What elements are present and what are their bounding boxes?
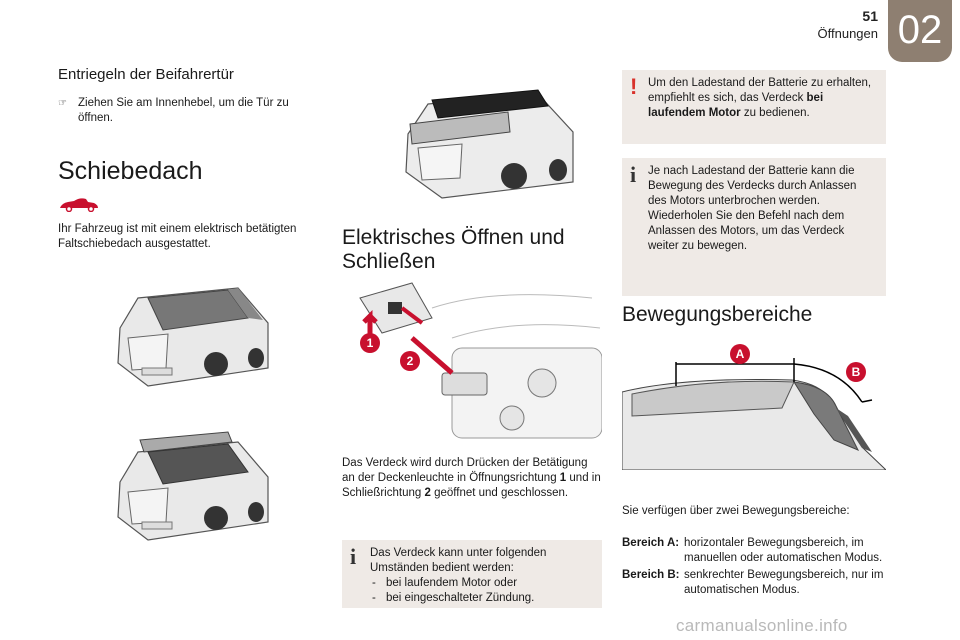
- definition-term: Bereich A:: [622, 537, 680, 549]
- ceiling-control-illustration: [359, 282, 602, 439]
- subheading-passenger-door: Entriegeln der Beifahrertür: [58, 66, 234, 83]
- warning-text-part2: zu bedienen.: [740, 107, 810, 119]
- warning-box-battery: ! Um den Ladestand der Batterie zu erhal…: [622, 70, 886, 144]
- warning-text-part1: Um den Ladestand der Batterie zu erhalte…: [648, 77, 872, 104]
- info-icon: i: [350, 544, 357, 569]
- car-open-illustration: [117, 431, 269, 541]
- info-box-battery-text: Je nach Ladestand der Batterie kann die …: [648, 165, 857, 252]
- info-icon: i: [630, 162, 637, 187]
- operation-text-bold2: 2: [424, 487, 431, 499]
- operation-text: Das Verdeck wird durch Drücken der Betät…: [342, 456, 602, 501]
- warning-icon: !: [630, 74, 638, 99]
- label-1-badge: 1: [360, 333, 380, 353]
- bullet-arrow-icon: ☞: [58, 98, 67, 109]
- definition-range-a: Bereich A: horizontaler Bewegungsbereich…: [622, 536, 886, 568]
- heading-movement-ranges: Bewegungsbereiche: [622, 303, 813, 326]
- info-box-conditions: i Das Verdeck kann unter folgenden Umstä…: [342, 540, 602, 608]
- info-box-battery: i Je nach Ladestand der Batterie kann di…: [622, 158, 886, 296]
- operation-text-part2: und in Schließrichtung: [342, 472, 601, 499]
- info-box-item: bei eingeschalteter Zündung.: [370, 591, 592, 606]
- label-b-badge: B: [846, 362, 866, 382]
- definition-term: Bereich B:: [622, 569, 680, 581]
- definition-desc: senkrechter Bewegungsbereich, nur im aut…: [684, 569, 884, 596]
- chapter-number-badge: 02: [888, 0, 952, 62]
- definition-desc: horizontaler Bewegungsbereich, im manuel…: [684, 537, 883, 564]
- info-box-intro: Das Verdeck kann unter folgenden Umständ…: [370, 547, 547, 574]
- page-number: 51: [862, 8, 878, 24]
- heading-electric-open-close: Elektrisches Öffnen und Schließen: [342, 226, 565, 273]
- operation-text-part1: Das Verdeck wird durch Drücken der Betät…: [342, 457, 588, 484]
- chapter-name: Öffnungen: [817, 26, 878, 41]
- heading-sunroof: Schiebedach: [58, 157, 203, 185]
- bullet-door: ☞ Ziehen Sie am Innenhebel, um die Tür z…: [58, 96, 298, 126]
- info-box-item: bei laufendem Motor oder: [370, 576, 592, 591]
- convertible-car-icon: [60, 198, 98, 212]
- footer-watermark: carmanualsonline.info: [676, 616, 848, 635]
- operation-text-part3: geöffnet und geschlossen.: [430, 487, 569, 499]
- warning-text-bold: bei laufendem Motor: [648, 92, 824, 119]
- info-box-list: bei laufendem Motor oder bei eingeschalt…: [370, 576, 592, 606]
- bullet-text: Ziehen Sie am Innenhebel, um die Tür zu …: [78, 97, 289, 124]
- car-folded-roof-illustration: [405, 89, 574, 199]
- roof-ranges-diagram: [622, 358, 886, 470]
- label-a-badge: A: [730, 344, 750, 364]
- label-2-badge: 2: [400, 351, 420, 371]
- operation-text-bold1: 1: [559, 472, 567, 484]
- sunroof-intro: Ihr Fahrzeug ist mit einem elektrisch be…: [58, 223, 297, 250]
- ranges-intro: Sie verfügen über zwei Bewegungsbereiche…: [622, 505, 850, 517]
- car-closed-illustration: [117, 287, 269, 387]
- definition-range-b: Bereich B: senkrechter Bewegungsbereich,…: [622, 568, 886, 600]
